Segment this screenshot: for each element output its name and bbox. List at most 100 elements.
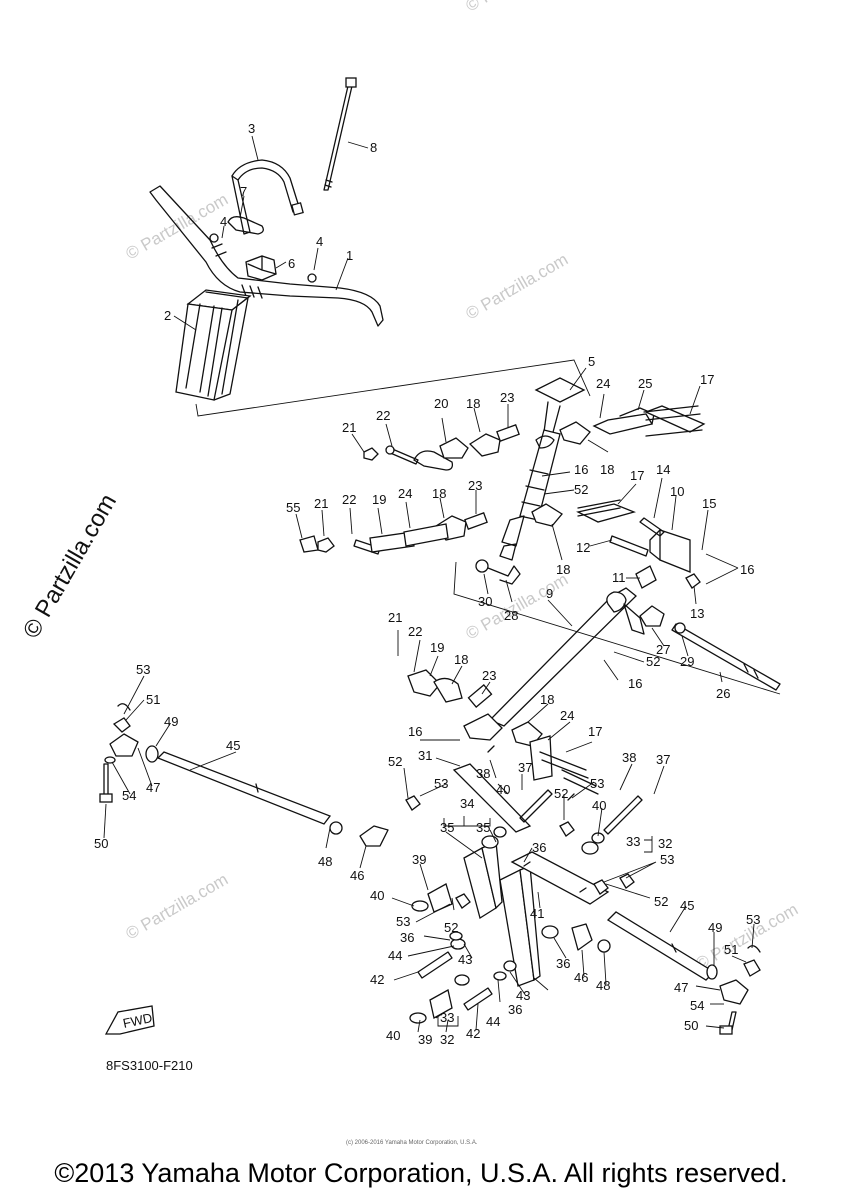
callout: 52	[554, 786, 568, 801]
watermarks: © Partzilla.com © Partzilla.com © Partzi…	[123, 0, 802, 973]
callout: 23	[482, 668, 496, 683]
callout: 19	[430, 640, 444, 655]
link-plate	[403, 523, 449, 547]
callout: 40	[592, 798, 606, 813]
callout: 46	[574, 970, 588, 985]
callout: 36	[400, 930, 414, 945]
cap	[299, 535, 319, 553]
callout: 50	[94, 836, 108, 851]
callout: 38	[476, 766, 490, 781]
rod-end	[639, 605, 665, 627]
callout: 37	[518, 760, 532, 775]
callout: 44	[486, 1014, 500, 1029]
link-plate	[592, 413, 654, 435]
callout: 53	[590, 776, 604, 791]
callout: 46	[350, 868, 364, 883]
callout: 13	[690, 606, 704, 621]
callout: 36	[532, 840, 546, 855]
callout: 36	[556, 956, 570, 971]
watermark: © Partzilla.com	[123, 870, 232, 944]
bushing	[467, 684, 493, 708]
callout: 45	[680, 898, 694, 913]
bolt	[639, 517, 665, 537]
bolt	[103, 763, 109, 797]
nut	[475, 559, 489, 573]
callout: 26	[716, 686, 730, 701]
callout: 17	[630, 468, 644, 483]
link	[439, 437, 469, 459]
callout: 34	[460, 796, 474, 811]
callouts: 1 2 3 4 4 5 6 7 8 9 10 11 12 13 14 15 16…	[94, 121, 760, 1047]
callout: 17	[700, 372, 714, 387]
callout: 33	[626, 834, 640, 849]
callout: 53	[746, 912, 760, 927]
column-flange	[534, 377, 586, 403]
callout: 7	[240, 184, 247, 199]
callout: 16	[740, 562, 754, 577]
callout: 43	[458, 952, 472, 967]
callout: 51	[146, 692, 160, 707]
callout: 22	[342, 492, 356, 507]
callout: 16	[628, 676, 642, 691]
callout: 39	[412, 852, 426, 867]
link	[433, 677, 463, 703]
callout: 24	[596, 376, 610, 391]
rod-end	[719, 979, 749, 1005]
bushing	[635, 565, 657, 589]
clip	[227, 216, 264, 235]
callout: 30	[478, 594, 492, 609]
callout: 40	[386, 1028, 400, 1043]
clamp	[531, 503, 563, 527]
clamp	[463, 713, 503, 741]
callout: 48	[596, 978, 610, 993]
rod-end	[571, 923, 593, 951]
callout: 53	[396, 914, 410, 929]
callout: 52	[574, 482, 588, 497]
link-plate	[369, 531, 415, 553]
callout: 18	[466, 396, 480, 411]
callout: 28	[504, 608, 518, 623]
tie-rod	[156, 751, 332, 825]
callout: 18	[540, 692, 554, 707]
clamp	[468, 433, 501, 457]
bolt	[609, 535, 649, 557]
callout: 16	[574, 462, 588, 477]
callout: 31	[418, 748, 432, 763]
callout: 27	[656, 642, 670, 657]
right-tie-rod	[606, 911, 761, 1035]
callout: 53	[434, 776, 448, 791]
long-rod	[671, 623, 781, 691]
side-watermark: © Partzilla.com	[18, 489, 122, 643]
callout: 18	[600, 462, 614, 477]
link-plate	[529, 735, 553, 781]
tie-rod	[606, 911, 716, 981]
callout: 43	[516, 988, 530, 1003]
callout: 19	[372, 492, 386, 507]
callout: 6	[288, 256, 295, 271]
leader-lines	[103, 135, 755, 1033]
copyright-notice: ©2013 Yamaha Motor Corporation, U.S.A. A…	[54, 1158, 788, 1188]
callout: 52	[444, 920, 458, 935]
callout: 52	[388, 754, 402, 769]
watermark: © Partzilla.com	[463, 0, 572, 15]
callout: 21	[388, 610, 402, 625]
bracket	[659, 529, 691, 573]
bushing	[464, 512, 488, 530]
bolt	[417, 951, 453, 979]
callout: 35	[476, 820, 490, 835]
callout: 54	[690, 998, 704, 1013]
bolt	[463, 987, 493, 1011]
link-plate	[644, 405, 706, 433]
rod-end	[109, 733, 139, 757]
handlebar-assembly	[149, 77, 591, 417]
bolt	[603, 795, 643, 835]
callout: 16	[408, 724, 422, 739]
callout: 22	[408, 624, 422, 639]
callout: 39	[418, 1032, 432, 1047]
callout: 40	[496, 782, 510, 797]
fwd-label: FWD	[122, 1010, 154, 1031]
rod-end	[487, 565, 521, 585]
clamp	[559, 421, 591, 445]
callout: 53	[136, 662, 150, 677]
